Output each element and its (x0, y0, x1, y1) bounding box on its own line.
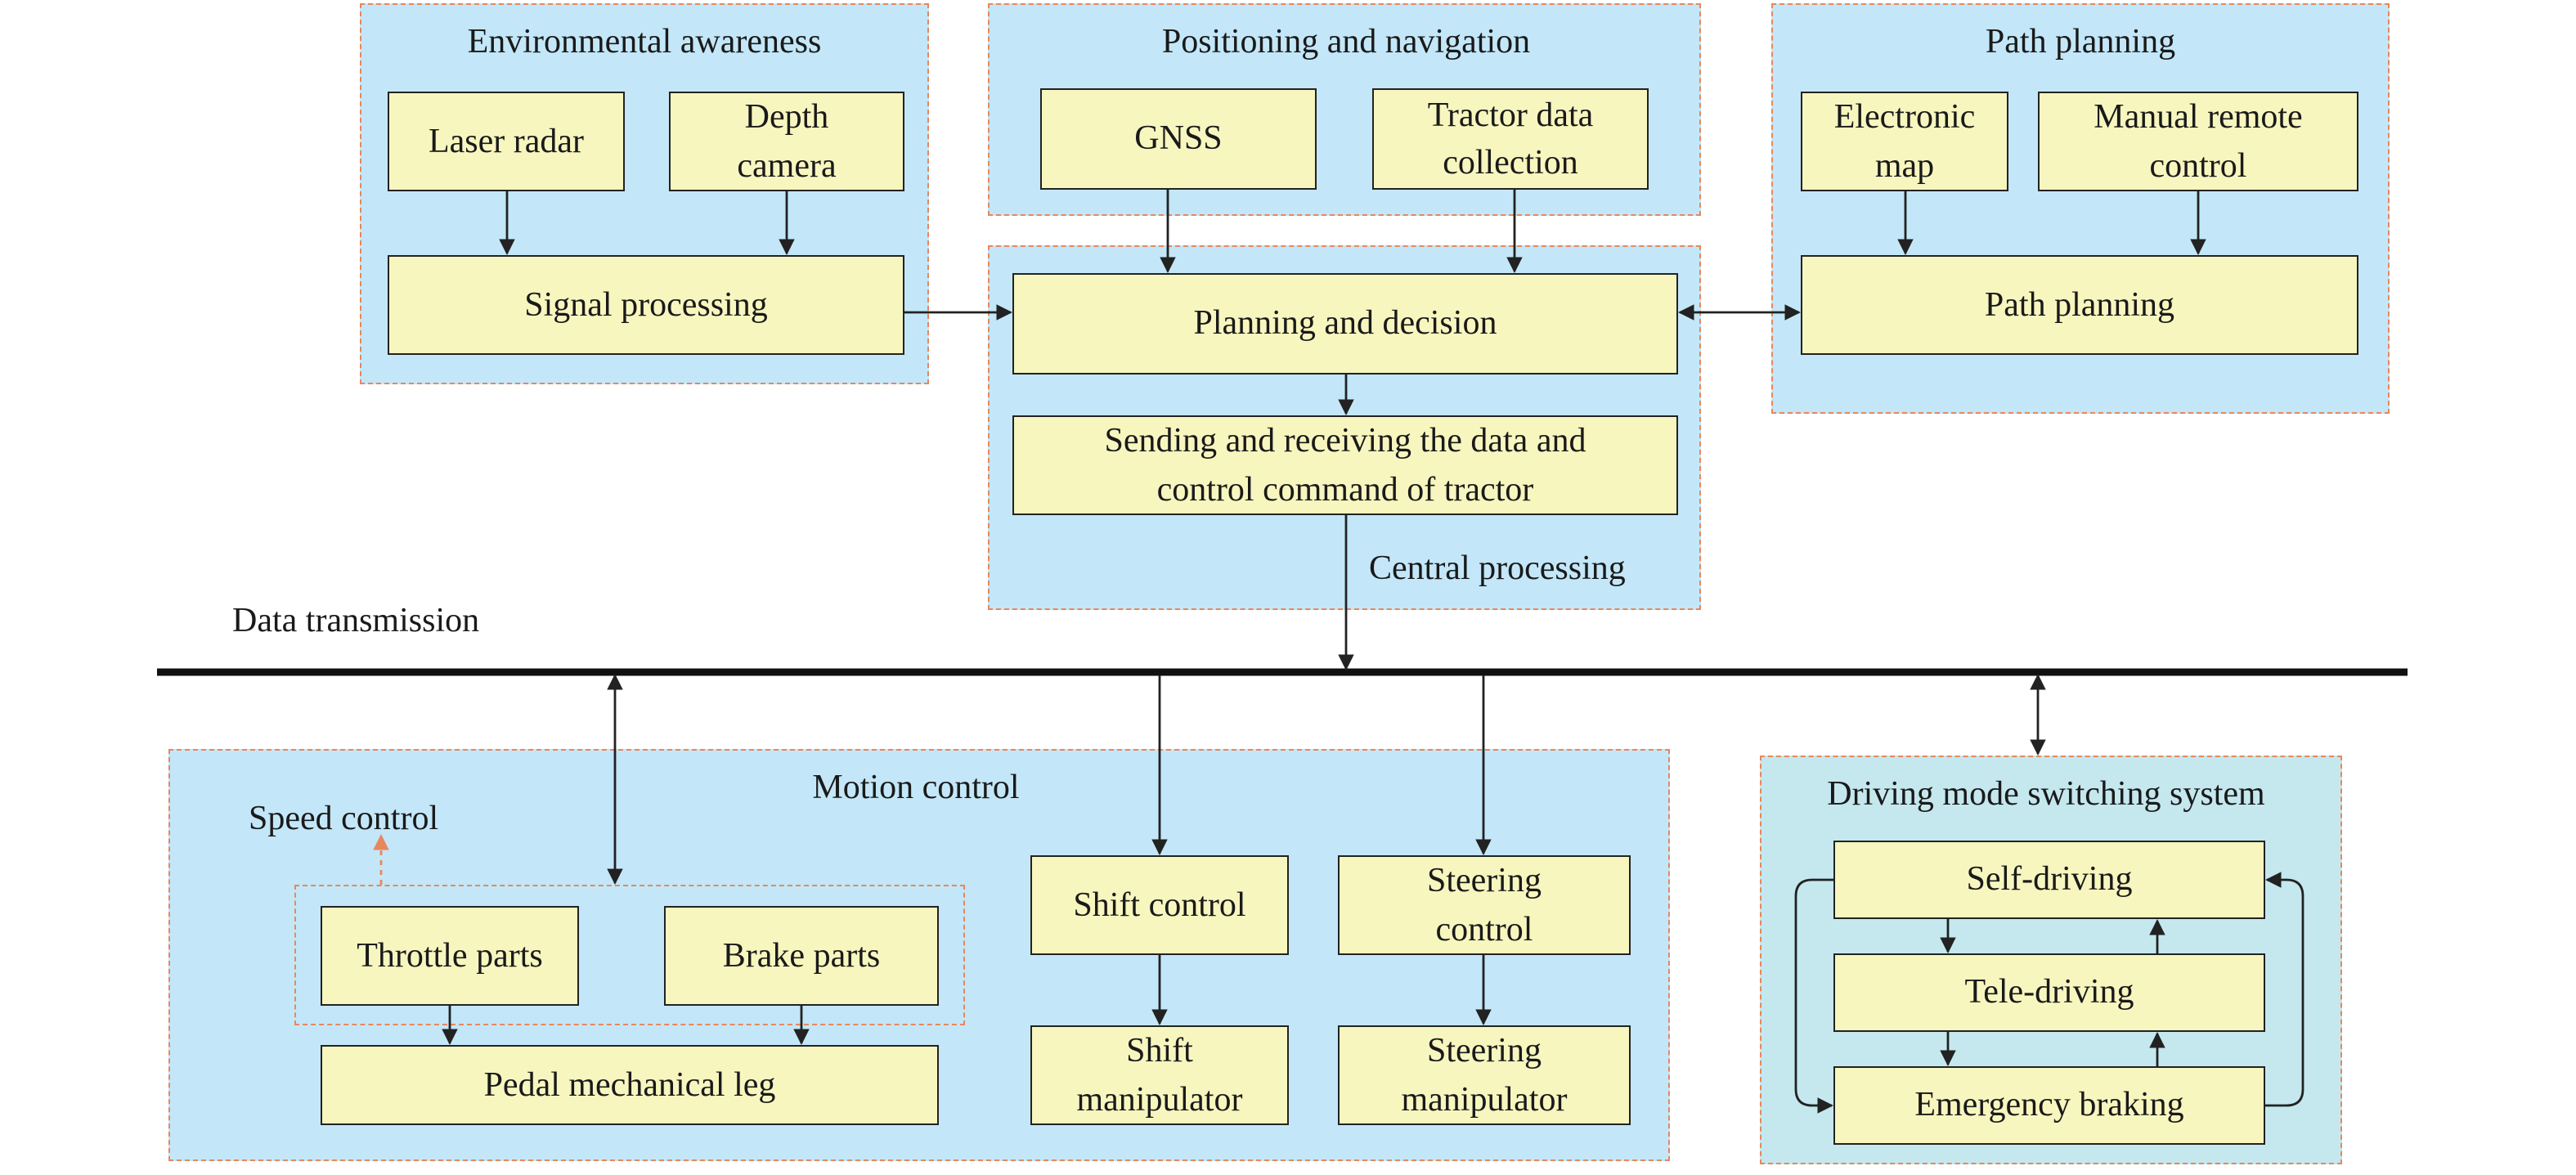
group-title-path-planning: Path planning (1985, 21, 2176, 61)
box-steering-manipulator: Steering manipulator (1338, 1025, 1631, 1125)
box-laser-radar: Laser radar (388, 92, 625, 191)
group-speed-control (294, 885, 965, 1025)
box-sending-receiving: Sending and receiving the data and contr… (1012, 415, 1678, 515)
box-planning-and-decision: Planning and decision (1012, 273, 1678, 374)
box-path-planning: Path planning (1801, 255, 2358, 355)
group-title-positioning-navigation: Positioning and navigation (1161, 21, 1531, 61)
group-title-speed-control: Speed control (249, 798, 439, 837)
group-title-environmental-awareness: Environmental awareness (467, 21, 822, 61)
box-brake-parts: Brake parts (664, 906, 939, 1006)
box-steering-control: Steering control (1338, 855, 1631, 955)
box-signal-processing: Signal processing (388, 255, 904, 355)
group-title-motion-control: Motion control (812, 767, 1020, 806)
box-pedal-mechanical-leg: Pedal mechanical leg (321, 1045, 939, 1125)
box-shift-control: Shift control (1030, 855, 1289, 955)
box-tractor-data-collection: Tractor data collection (1372, 88, 1649, 190)
bus-label: Data transmission (232, 600, 480, 639)
box-manual-remote-control: Manual remote control (2038, 92, 2358, 191)
box-depth-camera: Depth camera (669, 92, 904, 191)
group-title-driving-mode-switching: Driving mode switching system (1827, 774, 2265, 813)
box-gnss: GNSS (1040, 88, 1317, 190)
box-shift-manipulator: Shift manipulator (1030, 1025, 1289, 1125)
box-emergency-braking: Emergency braking (1833, 1066, 2265, 1145)
box-electronic-map: Electronic map (1801, 92, 2008, 191)
box-self-driving: Self-driving (1833, 841, 2265, 919)
box-throttle-parts: Throttle parts (321, 906, 579, 1006)
group-title-central-processing: Central processing (1369, 548, 1626, 587)
box-tele-driving: Tele-driving (1833, 953, 2265, 1032)
